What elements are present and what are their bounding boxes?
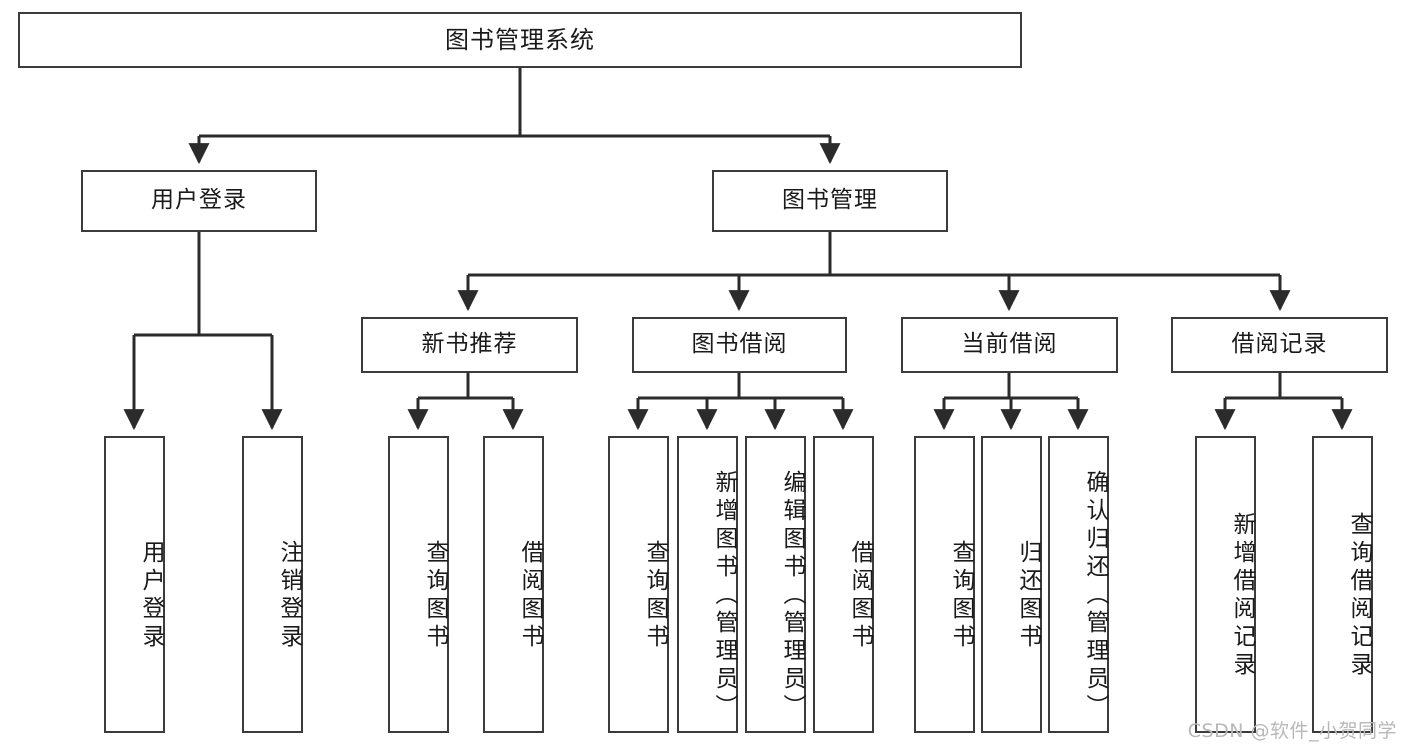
node-leaf-user-login[interactable]: 用户登录 (104, 436, 165, 733)
node-new-book-recommend[interactable]: 新书推荐 (361, 317, 578, 373)
node-leaf-query-book-1-label: 查询图书 (422, 539, 448, 652)
node-leaf-query-book-2-label: 查询图书 (642, 539, 668, 652)
node-book-manage-label: 图书管理 (782, 187, 878, 214)
node-leaf-borrow-book-2-label: 借阅图书 (847, 539, 873, 652)
node-leaf-query-book-3-label: 查询图书 (948, 539, 974, 652)
node-leaf-confirm-return[interactable]: 确认归还（管理员） (1048, 436, 1109, 733)
node-root[interactable]: 图书管理系统 (18, 12, 1022, 68)
node-borrow-record-label: 借阅记录 (1231, 331, 1328, 358)
node-leaf-return-book[interactable]: 归还图书 (981, 436, 1042, 733)
node-leaf-add-book[interactable]: 新增图书（管理员） (677, 436, 738, 733)
node-book-manage[interactable]: 图书管理 (712, 170, 948, 232)
node-leaf-add-record-label: 新增借阅记录 (1229, 511, 1255, 680)
node-leaf-edit-book[interactable]: 编辑图书（管理员） (745, 436, 806, 733)
node-leaf-borrow-book-1[interactable]: 借阅图书 (483, 436, 544, 733)
node-root-label: 图书管理系统 (445, 25, 595, 54)
node-current-borrow[interactable]: 当前借阅 (901, 317, 1118, 373)
node-leaf-query-book-1[interactable]: 查询图书 (388, 436, 449, 733)
node-current-borrow-label: 当前借阅 (961, 331, 1058, 358)
node-leaf-logout-login-label: 注销登录 (276, 539, 302, 652)
node-borrow-record[interactable]: 借阅记录 (1171, 317, 1388, 373)
node-leaf-add-record[interactable]: 新增借阅记录 (1195, 436, 1256, 733)
node-leaf-user-login-label: 用户登录 (138, 539, 164, 652)
node-leaf-confirm-return-label: 确认归还（管理员） (1082, 469, 1108, 722)
node-leaf-query-record-label: 查询借阅记录 (1346, 511, 1372, 680)
node-leaf-logout-login[interactable]: 注销登录 (242, 436, 303, 733)
node-user-login[interactable]: 用户登录 (81, 170, 317, 232)
node-book-borrow[interactable]: 图书借阅 (632, 317, 847, 373)
node-leaf-borrow-book-2[interactable]: 借阅图书 (813, 436, 874, 733)
node-leaf-query-book-2[interactable]: 查询图书 (608, 436, 669, 733)
node-user-login-label: 用户登录 (151, 187, 247, 214)
node-leaf-query-record[interactable]: 查询借阅记录 (1312, 436, 1373, 733)
node-leaf-query-book-3[interactable]: 查询图书 (914, 436, 975, 733)
node-leaf-edit-book-label: 编辑图书（管理员） (779, 469, 805, 722)
node-leaf-borrow-book-1-label: 借阅图书 (517, 539, 543, 652)
node-leaf-add-book-label: 新增图书（管理员） (711, 469, 737, 722)
node-leaf-return-book-label: 归还图书 (1015, 539, 1041, 652)
node-new-book-recommend-label: 新书推荐 (421, 331, 518, 358)
node-book-borrow-label: 图书借阅 (691, 331, 788, 358)
